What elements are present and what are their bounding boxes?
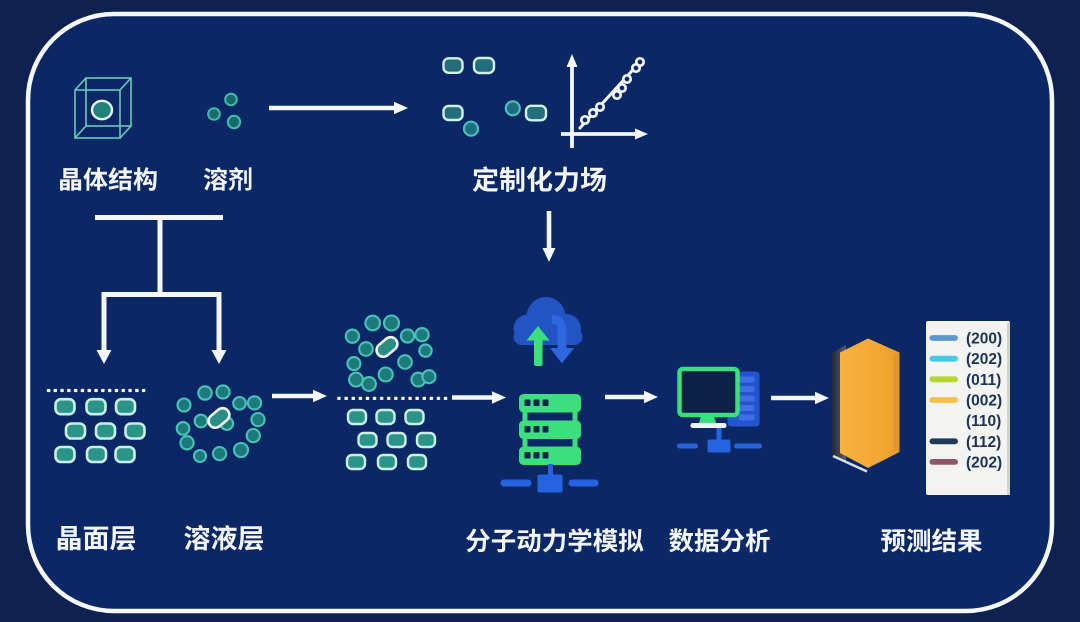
svg-text:(112): (112) (966, 434, 1001, 451)
svg-text:(202): (202) (966, 454, 1002, 471)
svg-text:(002): (002) (966, 392, 1002, 409)
svg-text:(200): (200) (966, 331, 1002, 348)
svg-text:(011): (011) (966, 372, 1001, 389)
svg-text:(110): (110) (966, 413, 1001, 430)
svg-text:(202): (202) (966, 351, 1002, 368)
